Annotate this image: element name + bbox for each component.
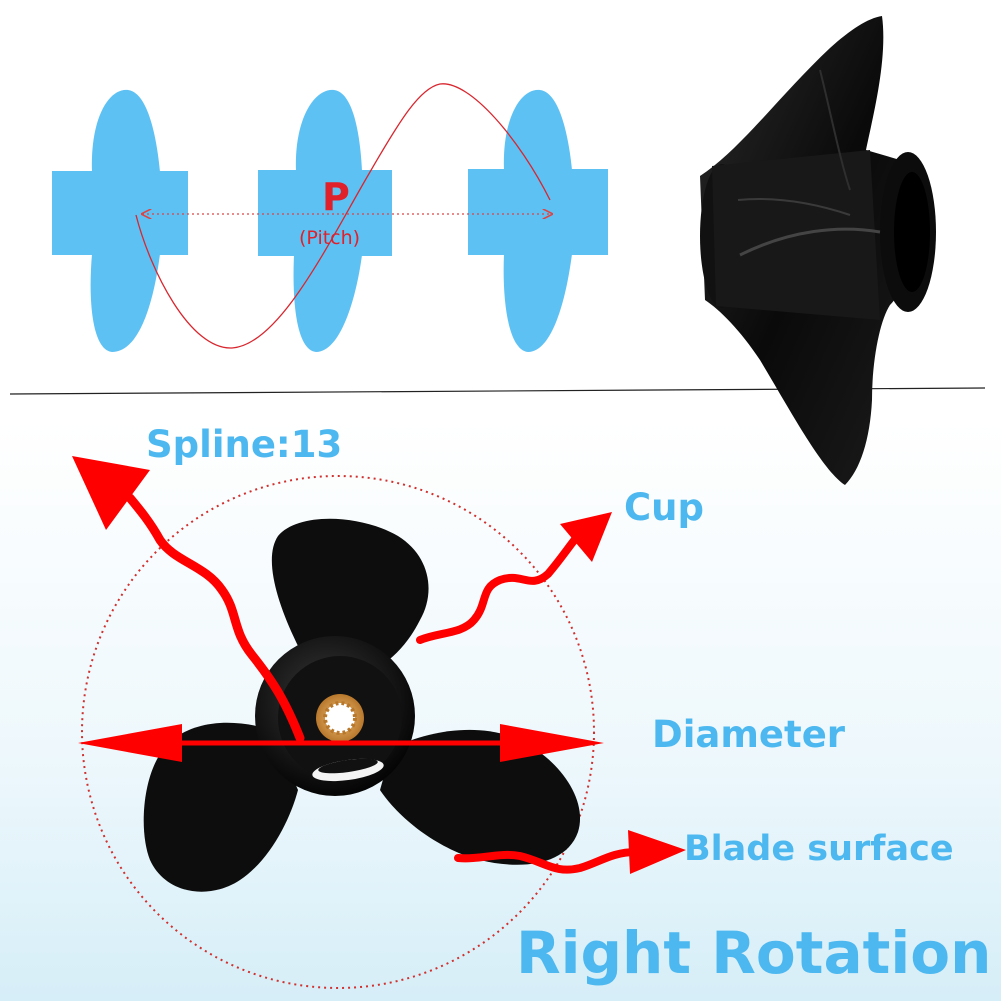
diameter-circle [81, 475, 595, 989]
blade-surface-arrow [454, 848, 640, 874]
cup-arrow [416, 534, 580, 644]
spline-arrow [125, 493, 305, 743]
blade-sections [52, 89, 608, 352]
blade-surface-arrow-head [628, 830, 686, 874]
spline-label: Spline:13 [146, 423, 343, 466]
diameter-label: Diameter [652, 713, 846, 756]
diameter-arrow-head-right [500, 724, 604, 762]
pitch-symbol-label: P [322, 175, 350, 219]
annotation-arrows [72, 456, 686, 874]
cup-arrow-head [560, 512, 612, 562]
pitch-word-label: (Pitch) [299, 227, 361, 249]
spline-arrow-head [72, 456, 150, 530]
blade-surface-label: Blade surface [684, 829, 954, 869]
cup-label: Cup [624, 486, 704, 529]
diameter-arrow-head-left [78, 724, 182, 762]
propeller-side-view [700, 16, 936, 485]
blade-section-1 [52, 89, 188, 352]
pitch-helix-curve [135, 83, 551, 349]
propeller-front-view [143, 518, 581, 892]
rotation-label: Right Rotation [516, 919, 992, 987]
